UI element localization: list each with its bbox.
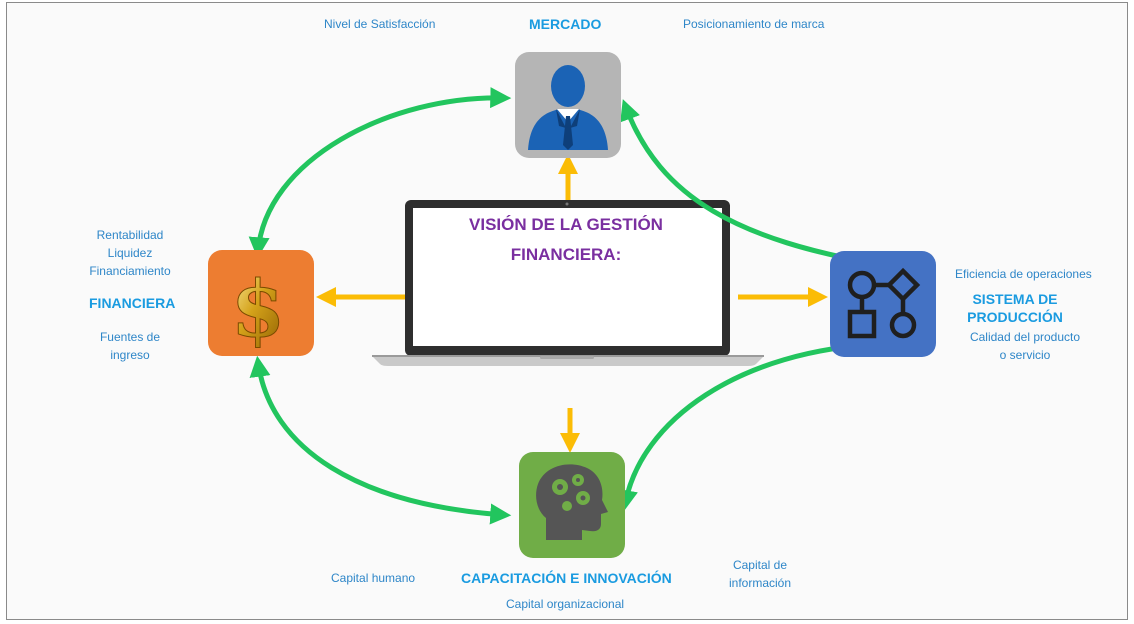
businessman-icon [528,65,608,150]
center-title-line2: FINANCIERA: [510,245,622,264]
produccion-heading-line2: PRODUCCIÓN [967,309,1063,325]
capacitacion-left-note: Capital humano [331,571,416,585]
arrow-mercado-produccion [620,99,889,273]
capacitacion-bottom-note: Capital organizacional [506,597,625,611]
capacitacion-box [519,452,625,558]
financiera-box: $ [208,250,314,356]
produccion-heading-line1: SISTEMA DE [972,291,1058,307]
produccion-note-line1: Calidad del producto [969,330,1081,344]
financiera-note: Fuentes de ingreso [70,328,190,364]
financiera-heading: FINANCIERA [89,295,176,311]
dollar-sign-icon: $ [231,264,285,355]
financiera-items: Rentabilidad Liquidez Financiamiento [70,226,190,280]
mercado-heading: MERCADO [529,16,602,32]
center-title: VISIÓN DE LA GESTIÓN FINANCIERA: [418,210,714,270]
financiera-note-line1: Fuentes de [99,330,161,344]
produccion-heading: SISTEMA DE PRODUCCIÓN [960,290,1070,326]
mercado-right-note: Posicionamiento de marca [683,17,825,31]
financiera-item: Liquidez [107,246,153,260]
financiera-item: Financiamiento [89,264,171,278]
capacitacion-right-note-line1: Capital de [732,558,788,572]
financiera-item: Rentabilidad [96,228,164,242]
financiera-note-line2: ingreso [110,348,150,362]
process-flow-icon [847,267,921,339]
mercado-left-note: Nivel de Satisfacción [324,17,436,31]
produccion-top-note: Eficiencia de operaciones [955,267,1092,281]
produccion-note: Calidad del producto o servicio [955,328,1095,364]
capacitacion-right-note-line2: información [728,576,792,590]
produccion-note-line2: o servicio [999,348,1051,362]
center-title-line1: VISIÓN DE LA GESTIÓN [469,215,663,234]
yellow-arrows [316,154,828,453]
arrow-capacitacion-produccion [617,334,889,512]
capacitacion-right-note: Capital de información [715,556,805,592]
produccion-box [830,251,936,357]
arrow-financiera-mercado [248,87,512,259]
green-arrows [248,87,889,525]
head-gears-icon [536,464,608,540]
arrow-financiera-capacitacion [249,355,512,525]
capacitacion-heading: CAPACITACIÓN E INNOVACIÓN [461,570,672,586]
mercado-box [515,52,621,158]
